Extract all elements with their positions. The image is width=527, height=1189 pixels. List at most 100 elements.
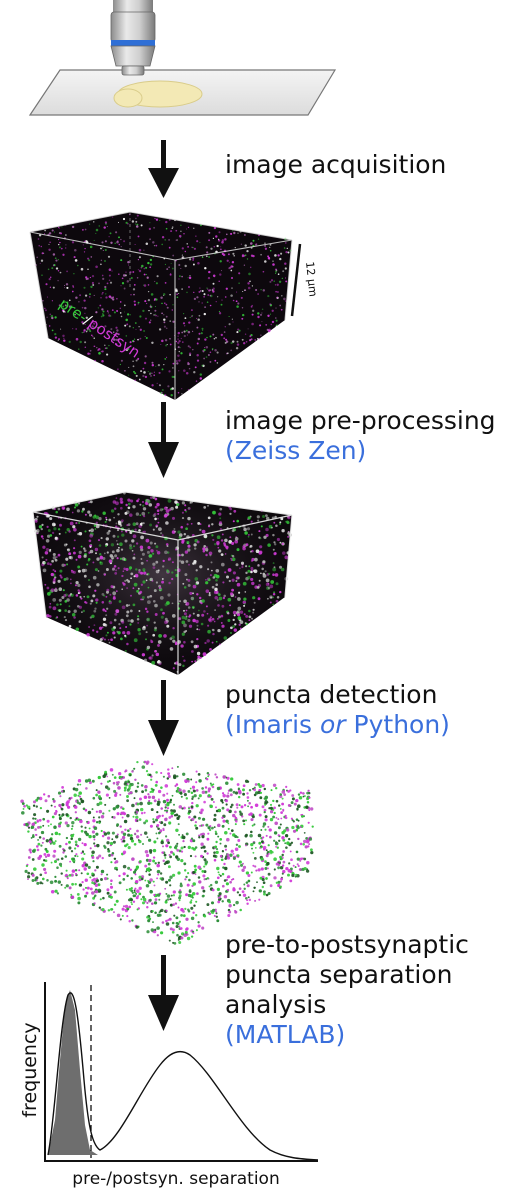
punctum <box>76 855 79 858</box>
punctum <box>127 261 130 264</box>
punctum <box>218 310 221 313</box>
punctum <box>113 565 117 568</box>
punctum <box>91 274 95 278</box>
punctum <box>183 233 185 235</box>
punctum <box>102 896 105 900</box>
punctum <box>59 241 61 244</box>
punctum <box>145 883 150 888</box>
punctum <box>51 522 56 527</box>
punctum <box>225 287 228 290</box>
punctum <box>132 603 136 607</box>
punctum <box>75 337 79 341</box>
punctum <box>76 893 80 896</box>
punctum <box>52 253 56 256</box>
punctum <box>144 789 148 792</box>
punctum <box>40 535 44 538</box>
punctum <box>125 335 128 337</box>
punctum <box>191 797 194 801</box>
punctum <box>104 240 107 243</box>
punctum <box>142 626 146 631</box>
punctum <box>244 254 247 256</box>
punctum <box>306 801 310 804</box>
punctum <box>175 229 178 232</box>
punctum <box>240 243 242 245</box>
punctum <box>149 263 153 266</box>
punctum <box>170 850 173 854</box>
punctum <box>209 351 212 354</box>
punctum <box>58 243 60 246</box>
detected-puncta-volume <box>20 760 314 945</box>
punctum <box>109 893 112 896</box>
punctum <box>245 833 248 837</box>
punctum <box>195 900 198 903</box>
punctum <box>97 888 101 892</box>
punctum <box>57 259 59 261</box>
punctum <box>80 545 83 548</box>
punctum <box>198 332 201 335</box>
punctum <box>112 500 117 504</box>
punctum <box>76 509 81 513</box>
punctum <box>201 835 205 839</box>
punctum <box>266 867 269 870</box>
punctum <box>235 346 239 350</box>
punctum <box>243 613 246 616</box>
punctum <box>198 596 202 600</box>
punctum <box>145 769 149 773</box>
punctum <box>78 300 80 303</box>
punctum <box>175 924 179 929</box>
punctum <box>47 825 50 827</box>
punctum <box>237 789 242 794</box>
punctum <box>94 514 97 517</box>
punctum <box>153 314 155 316</box>
punctum <box>271 320 275 324</box>
punctum <box>279 885 282 888</box>
punctum <box>288 862 291 865</box>
punctum <box>262 289 266 292</box>
punctum <box>134 832 137 835</box>
punctum <box>287 515 291 520</box>
punctum <box>176 933 179 937</box>
punctum <box>94 547 99 552</box>
punctum <box>47 794 51 798</box>
punctum <box>149 890 153 894</box>
punctum <box>221 806 225 810</box>
punctum <box>37 825 40 829</box>
punctum <box>95 515 100 520</box>
punctum <box>115 326 118 329</box>
punctum <box>143 795 148 800</box>
punctum <box>222 775 226 779</box>
punctum <box>284 834 289 838</box>
step-label: image pre-processing <box>225 406 496 435</box>
punctum <box>191 605 195 609</box>
punctum <box>101 856 104 860</box>
punctum <box>225 338 228 341</box>
punctum <box>247 873 251 878</box>
punctum <box>287 873 290 877</box>
punctum <box>157 827 160 830</box>
punctum <box>262 574 267 578</box>
punctum <box>101 274 104 277</box>
punctum <box>140 370 143 373</box>
punctum <box>98 626 103 630</box>
punctum <box>177 331 181 335</box>
punctum <box>83 286 86 289</box>
punctum <box>108 236 110 238</box>
punctum <box>88 259 91 262</box>
punctum <box>300 815 304 818</box>
punctum <box>142 522 145 525</box>
punctum <box>122 872 126 876</box>
punctum <box>224 857 228 860</box>
punctum <box>119 542 123 547</box>
punctum <box>68 305 72 308</box>
punctum <box>119 497 123 501</box>
punctum <box>281 529 285 533</box>
punctum <box>281 836 285 840</box>
punctum <box>104 248 107 252</box>
punctum <box>206 549 209 552</box>
punctum <box>211 569 213 572</box>
punctum <box>276 596 280 599</box>
punctum <box>130 834 133 837</box>
punctum <box>61 790 64 793</box>
punctum <box>151 361 154 364</box>
punctum <box>160 931 164 935</box>
